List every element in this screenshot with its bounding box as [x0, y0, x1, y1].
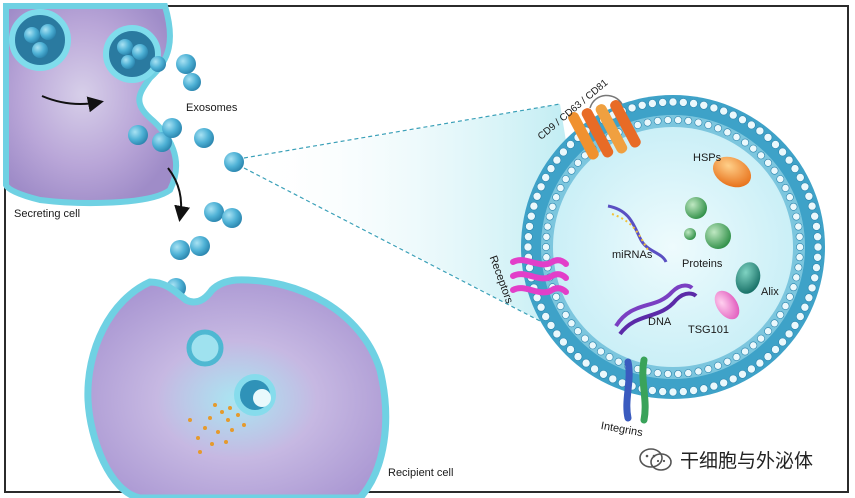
label-hsps: HSPs: [693, 152, 722, 164]
watermark: 干细胞与外泌体: [638, 446, 813, 473]
integrin-proteins: [623, 356, 649, 424]
label-tsg101: TSG101: [688, 324, 729, 336]
endosome: [186, 329, 224, 367]
magnified-exosome-source: [224, 152, 244, 172]
mirna-strand: [607, 204, 668, 263]
receptor-proteins: [510, 257, 569, 296]
watermark-text: 干细胞与外泌体: [680, 451, 814, 472]
hsp-molecule: [712, 156, 752, 188]
dna-helix: [614, 283, 698, 336]
release-arrow: [41, 95, 104, 113]
label-secreting-cell: Secreting cell: [14, 208, 81, 220]
multivesicular-body: [9, 9, 71, 71]
label-mirnas: miRNAs: [612, 249, 653, 261]
alix-molecule: [735, 262, 761, 294]
label-recipient-cell: Recipient cell: [388, 467, 454, 479]
released-cargo: [188, 403, 246, 454]
released-exosomes: [128, 54, 244, 298]
magnified-exosome: [521, 95, 825, 399]
tetraspanin-proteins: [568, 94, 641, 160]
label-alix: Alix: [761, 286, 779, 298]
label-dna: DNA: [648, 316, 672, 328]
secreting-cell: [3, 3, 180, 206]
label-exosomes: Exosomes: [186, 102, 238, 114]
exosome-lumen: [553, 127, 793, 367]
protein-molecules: [684, 197, 731, 249]
fusing-multivesicular-body: [103, 25, 161, 83]
tsg101-molecule: [714, 290, 740, 320]
wechat-icon: [639, 447, 672, 471]
transfer-arrow: [167, 167, 190, 222]
recipient-cell: [84, 276, 390, 498]
label-proteins: Proteins: [682, 258, 723, 270]
membrane-outer-beads: [523, 97, 823, 397]
